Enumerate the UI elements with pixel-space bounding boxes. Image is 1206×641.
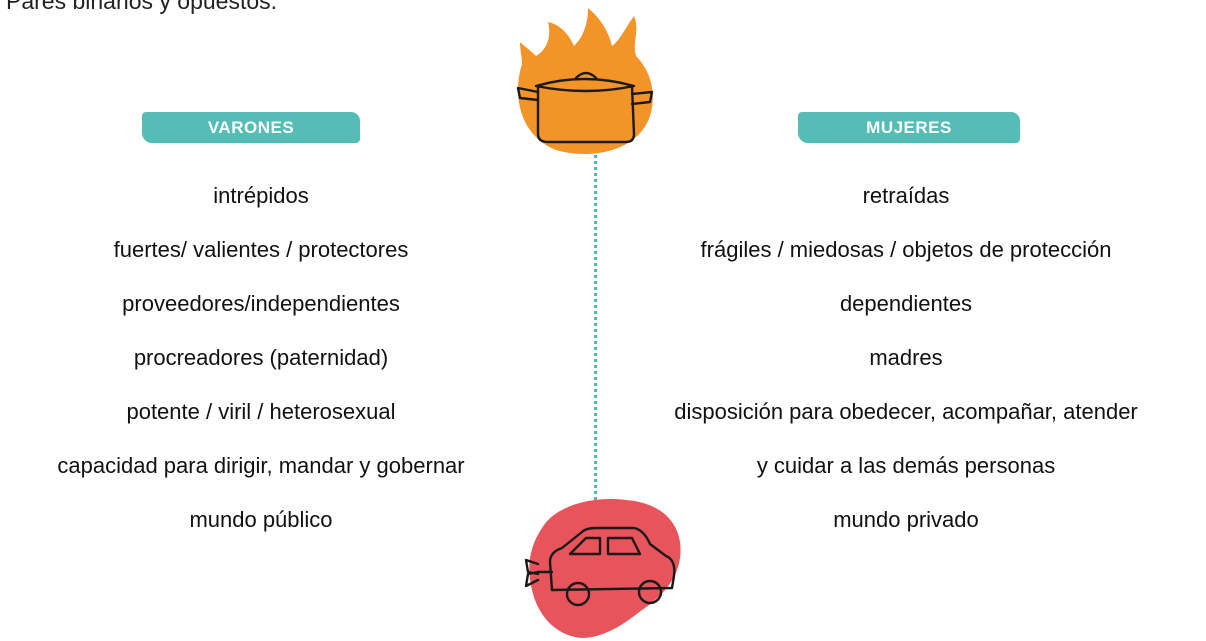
dotted-connector-line <box>594 150 597 500</box>
varones-label: VARONES <box>142 112 360 143</box>
mujeres-label: MUJERES <box>798 112 1020 143</box>
page-heading: Pares binarios y opuestos. <box>6 0 278 14</box>
varones-item: fuertes/ valientes / protectores <box>113 237 409 262</box>
varones-item: capacidad para dirigir, mandar y goberna… <box>57 453 465 478</box>
wind-up-toy-car-icon <box>524 499 681 638</box>
mujeres-item: madres <box>869 345 943 370</box>
fire-blob <box>518 8 653 154</box>
varones-item: mundo público <box>189 507 333 532</box>
mujeres-item: frágiles / miedosas / objetos de protecc… <box>700 237 1112 262</box>
mujeres-list: retraídas frágiles / miedosas / objetos … <box>600 169 1206 547</box>
mujeres-item: y cuidar a las demás personas <box>756 453 1056 478</box>
varones-item: proveedores/independientes <box>122 291 400 316</box>
varones-list: intrépidos fuertes/ valientes / protecto… <box>0 169 522 547</box>
mujeres-column: MUJERES retraídas frágiles / miedosas / … <box>600 112 1206 547</box>
mujeres-item: mundo privado <box>833 507 979 532</box>
mujeres-item: disposición para obedecer, acompañar, at… <box>674 399 1138 424</box>
cooking-pot-on-fire-icon <box>516 8 654 154</box>
mujeres-item: retraídas <box>862 183 950 208</box>
mujeres-item: dependientes <box>839 291 973 316</box>
varones-item: potente / viril / heterosexual <box>126 399 396 424</box>
varones-item: procreadores (paternidad) <box>133 345 389 370</box>
varones-item: intrépidos <box>213 183 309 208</box>
varones-column: VARONES intrépidos fuertes/ valientes / … <box>0 112 522 547</box>
